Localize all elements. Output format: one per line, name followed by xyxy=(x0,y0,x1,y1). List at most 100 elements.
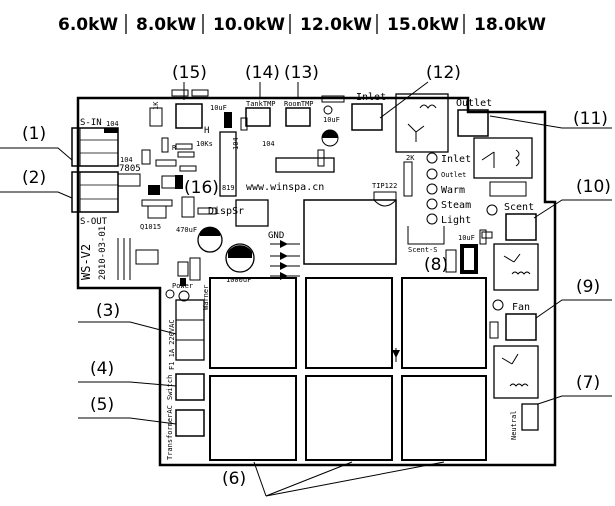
component-15: (15) 1K H xyxy=(149,63,209,136)
scent-connector: (10) Scent xyxy=(481,177,612,291)
svg-text:(8): (8) xyxy=(424,255,448,275)
svg-text:104: 104 xyxy=(120,156,133,164)
inlet-connector: (12) Inlet xyxy=(351,63,461,153)
relay-grid xyxy=(209,277,487,461)
svg-text:(4): (4) xyxy=(90,359,114,379)
tank-tmp-connector: (14) TankTMP xyxy=(245,63,280,127)
gnd-diodes: GND xyxy=(268,231,300,280)
svg-text:10uF: 10uF xyxy=(210,104,227,112)
svg-text:Light: Light xyxy=(441,215,471,226)
left-footprints xyxy=(117,238,189,286)
svg-text:Switch: Switch xyxy=(166,375,174,400)
cap-470uf: 470uF xyxy=(176,226,223,253)
svg-text:(10): (10) xyxy=(576,177,611,197)
svg-text:F1 1A 220VAC: F1 1A 220VAC xyxy=(168,319,176,370)
svg-text:R: R xyxy=(172,144,177,152)
svg-text:TankTMP: TankTMP xyxy=(246,100,276,108)
rating-15kw: 15.0kW xyxy=(387,15,459,35)
svg-text:Warner: Warner xyxy=(202,285,210,310)
led-warm: Warm xyxy=(426,183,465,196)
cap-1000uf: 1000uF xyxy=(225,243,255,284)
component-16: (16) DispSr xyxy=(184,178,244,217)
s-out-label: S-OUT xyxy=(80,217,108,227)
room-tmp-connector: (13) RoomTMP xyxy=(284,63,319,127)
svg-text:(5): (5) xyxy=(90,395,114,415)
svg-text:104: 104 xyxy=(232,137,240,150)
svg-text:2K: 2K xyxy=(406,154,415,162)
fan-connector: (9) Fan xyxy=(489,277,612,399)
s-out-connector: S-OUT xyxy=(71,171,119,227)
svg-text:104: 104 xyxy=(262,140,275,148)
led-steam: Steam xyxy=(426,198,471,211)
s-in-label: S-IN xyxy=(80,118,102,128)
scent-s-connector: (8) Scent-S 10uF xyxy=(407,226,487,275)
svg-text:TransformerAC: TransformerAC xyxy=(166,405,174,460)
led-indicators: 2K Inlet Outlet Warm Steam Light xyxy=(403,152,527,226)
date-label: 2010-03-01 xyxy=(98,226,108,280)
svg-text:1K: 1K xyxy=(152,101,160,110)
relay-1 xyxy=(209,277,297,369)
inlet-label: Inlet xyxy=(356,92,386,103)
s-in-connector: S-IN xyxy=(71,118,119,167)
top-left-components: 104 7805 104 Q1015 xyxy=(104,120,195,231)
relay-5 xyxy=(305,375,393,461)
resistor-cluster: R 10Ks xyxy=(161,140,213,189)
scent-label: Scent xyxy=(504,202,534,213)
svg-text:104: 104 xyxy=(106,120,119,128)
relay-6 xyxy=(401,375,487,461)
svg-text:(7): (7) xyxy=(576,373,600,393)
fan-label: Fan xyxy=(512,302,530,313)
ic-819: 819 10uF 104 xyxy=(210,104,248,197)
svg-text:(9): (9) xyxy=(576,277,600,297)
svg-text:(6): (6) xyxy=(222,469,246,489)
svg-text:470uF: 470uF xyxy=(176,226,197,234)
center-transformer xyxy=(235,199,397,265)
svg-text:(12): (12) xyxy=(426,63,461,83)
rating-8kw: 8.0kW xyxy=(136,15,196,35)
svg-text:10Ks: 10Ks xyxy=(196,140,213,148)
callout-2: (2) xyxy=(0,168,73,199)
fuse: (3) F1 1A 220VAC xyxy=(78,299,205,370)
callout-1: (1) xyxy=(0,124,73,161)
svg-text:Power: Power xyxy=(172,282,193,290)
power-ratings-header: 6.0kW 8.0kW 10.0kW 12.0kW 15.0kW 18.0kW xyxy=(58,14,546,35)
neutral-connector: (7) Neutral xyxy=(510,373,612,440)
svg-text:819: 819 xyxy=(222,184,235,192)
svg-text:Scent-S: Scent-S xyxy=(408,246,438,254)
svg-text:GND: GND xyxy=(268,231,284,241)
svg-text:1000uF: 1000uF xyxy=(226,276,251,284)
q1015-label: Q1015 xyxy=(140,223,161,231)
svg-text:Steam: Steam xyxy=(441,200,471,211)
outlet-connector: (11) Outlet xyxy=(456,98,612,179)
tip122-transistor: TIP122 xyxy=(372,182,397,207)
website-label: www.winspa.cn xyxy=(246,182,324,193)
svg-text:RoomTMP: RoomTMP xyxy=(284,100,314,108)
rating-18kw: 18.0kW xyxy=(474,15,546,35)
relay-driver-components: 10uF 104 xyxy=(262,95,345,173)
svg-text:(15): (15) xyxy=(172,63,207,83)
power-warner: Power Warner xyxy=(165,257,210,310)
disp-sr-label: DispSr xyxy=(208,206,244,217)
callout-6: (6) xyxy=(222,461,445,497)
switch-connector: (4) Switch xyxy=(78,359,205,401)
svg-text:Inlet: Inlet xyxy=(441,154,471,165)
rating-10kw: 10.0kW xyxy=(213,15,285,35)
relay-4 xyxy=(209,375,297,461)
svg-text:(16): (16) xyxy=(184,178,219,198)
svg-text:(3): (3) xyxy=(96,301,120,321)
svg-text:TIP122: TIP122 xyxy=(372,182,397,190)
board-outline xyxy=(76,96,557,467)
svg-text:Outlet: Outlet xyxy=(441,171,466,179)
svg-text:Neutral: Neutral xyxy=(510,410,518,440)
led-inlet: Inlet xyxy=(426,152,471,165)
svg-text:(2): (2) xyxy=(22,168,46,188)
svg-text:(14): (14) xyxy=(245,63,280,83)
relay-2 xyxy=(305,277,393,369)
svg-text:H: H xyxy=(204,126,209,136)
outlet-label: Outlet xyxy=(456,98,492,109)
relay-3 xyxy=(401,277,487,369)
led-light: Light xyxy=(426,213,471,226)
led-outlet: Outlet xyxy=(426,168,466,180)
rating-6kw: 6.0kW xyxy=(58,15,118,35)
